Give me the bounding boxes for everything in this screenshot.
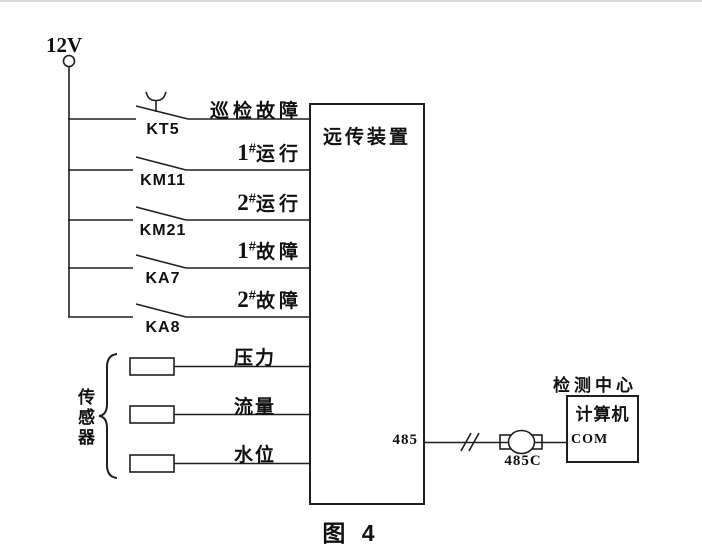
signal-text: 运行 <box>255 144 302 165</box>
relay-contact-km21-icon <box>68 206 310 221</box>
converter-485c-icon <box>499 429 543 455</box>
device-box <box>309 103 425 505</box>
relay-contact-ka7-icon <box>68 254 310 269</box>
computer-label: 计算机 <box>575 405 630 424</box>
sensor-brace-icon <box>98 353 118 479</box>
relay-label-ka8: KA8 <box>145 319 181 336</box>
sensor-level-icon <box>129 454 310 473</box>
computer-box <box>566 395 639 463</box>
power-label: 12V <box>46 33 83 57</box>
branch-signal-label: 2#故障 <box>190 286 302 313</box>
signal-sup: # <box>248 190 256 206</box>
branch-signal-label: 1#故障 <box>190 237 302 264</box>
sensor-group-label: 传感器 <box>75 388 94 448</box>
sensor-pressure-icon <box>129 357 310 376</box>
sensor-channel-label: 压力 <box>233 348 276 369</box>
signal-number: 2 <box>237 287 249 312</box>
relay-label-kt5: KT5 <box>146 121 180 138</box>
signal-text: 巡检故障 <box>209 101 302 122</box>
signal-number: 1 <box>237 140 249 165</box>
sensor-channel-label: 流量 <box>233 397 276 418</box>
power-terminal-icon <box>62 54 76 317</box>
sensor-flow-icon <box>129 405 310 424</box>
sensor-channel-label: 水位 <box>233 445 276 466</box>
relay-contact-ka8-icon <box>68 303 310 318</box>
line-break-icon <box>460 432 480 452</box>
relay-contact-kt5-icon <box>68 91 310 120</box>
signal-number: 2 <box>237 190 249 215</box>
relay-contact-km11-icon <box>68 156 310 171</box>
relay-label-ka7: KA7 <box>145 270 181 287</box>
branch-signal-label: 巡检故障 <box>190 96 302 123</box>
signal-sup: # <box>248 238 256 254</box>
converter-label: 485C <box>504 453 542 469</box>
signal-text: 运行 <box>255 194 302 215</box>
figure-caption: 图 4 <box>322 520 380 546</box>
branch-signal-label: 1#运行 <box>190 139 302 166</box>
time-delay-icon <box>145 91 167 112</box>
signal-sup: # <box>248 140 256 156</box>
signal-sup: # <box>248 287 256 303</box>
branch-signal-label: 2#运行 <box>190 189 302 216</box>
signal-text: 故障 <box>255 242 302 263</box>
device-box-label: 远传装置 <box>322 127 411 148</box>
port-485-label: 485 <box>392 432 418 448</box>
com-port-label: COM <box>571 432 609 447</box>
signal-text: 故障 <box>255 291 302 312</box>
rs485-wire <box>424 429 567 455</box>
relay-label-km21: KM21 <box>139 222 187 239</box>
monitoring-center-label: 检测中心 <box>553 376 637 395</box>
signal-number: 1 <box>237 238 249 263</box>
relay-label-km11: KM11 <box>140 172 186 189</box>
